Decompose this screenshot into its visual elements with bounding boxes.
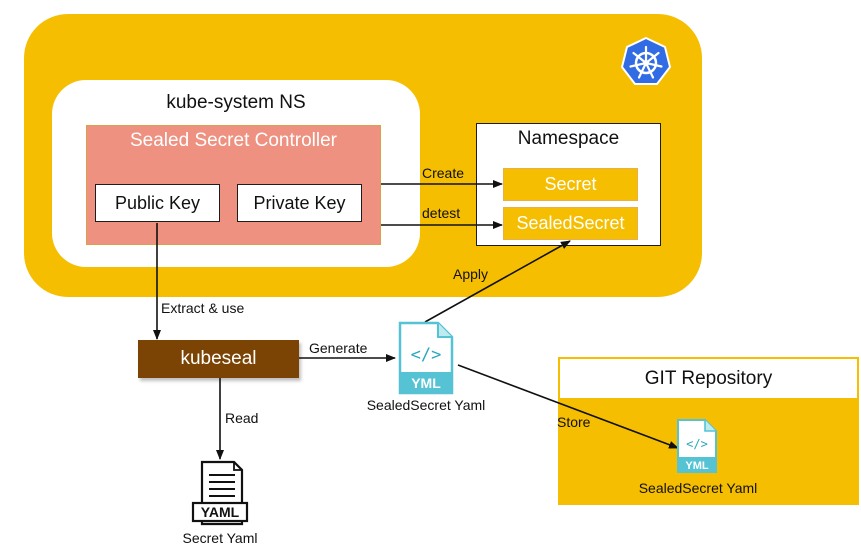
create-label: Create <box>422 165 465 181</box>
svg-text:</>: </> <box>686 437 708 451</box>
kubeseal-box: kubeseal <box>138 340 299 378</box>
yaml-file-icon: YAML <box>191 460 249 526</box>
svg-text:</>: </> <box>411 345 442 365</box>
namespace-title: Namespace <box>517 128 620 149</box>
apply-arrow <box>424 240 571 323</box>
secret-yaml-label: Secret Yaml <box>182 530 258 546</box>
store-arrow <box>457 364 679 449</box>
git-repository-title: GIT Repository <box>560 359 857 398</box>
sealedsecret-yaml-label: SealedSecret Yaml <box>366 397 486 413</box>
kube-system-title: kube-system NS <box>166 92 306 113</box>
kubernetes-icon <box>620 36 672 85</box>
sealedsecret-box: SealedSecret <box>503 207 638 240</box>
private-key-box: Private Key <box>237 184 362 222</box>
apply-label: Apply <box>453 266 489 282</box>
generate-label: Generate <box>309 340 368 356</box>
detest-label: detest <box>422 205 461 221</box>
store-label: Store <box>557 414 591 430</box>
secret-box: Secret <box>503 168 638 201</box>
yml-badge: YML <box>411 375 441 391</box>
yml-file-icon: </> YML <box>398 321 454 395</box>
read-label: Read <box>225 410 259 426</box>
controller-title: Sealed Secret Controller <box>130 130 337 151</box>
git-yml-badge: YML <box>685 460 709 472</box>
git-yml-file-icon: </> YML <box>677 419 717 473</box>
extract-use-label: Extract & use <box>161 300 245 316</box>
public-key-box: Public Key <box>95 184 220 222</box>
git-sealedsecret-yaml-label: SealedSecret Yaml <box>638 480 758 496</box>
yaml-badge: YAML <box>201 504 240 520</box>
